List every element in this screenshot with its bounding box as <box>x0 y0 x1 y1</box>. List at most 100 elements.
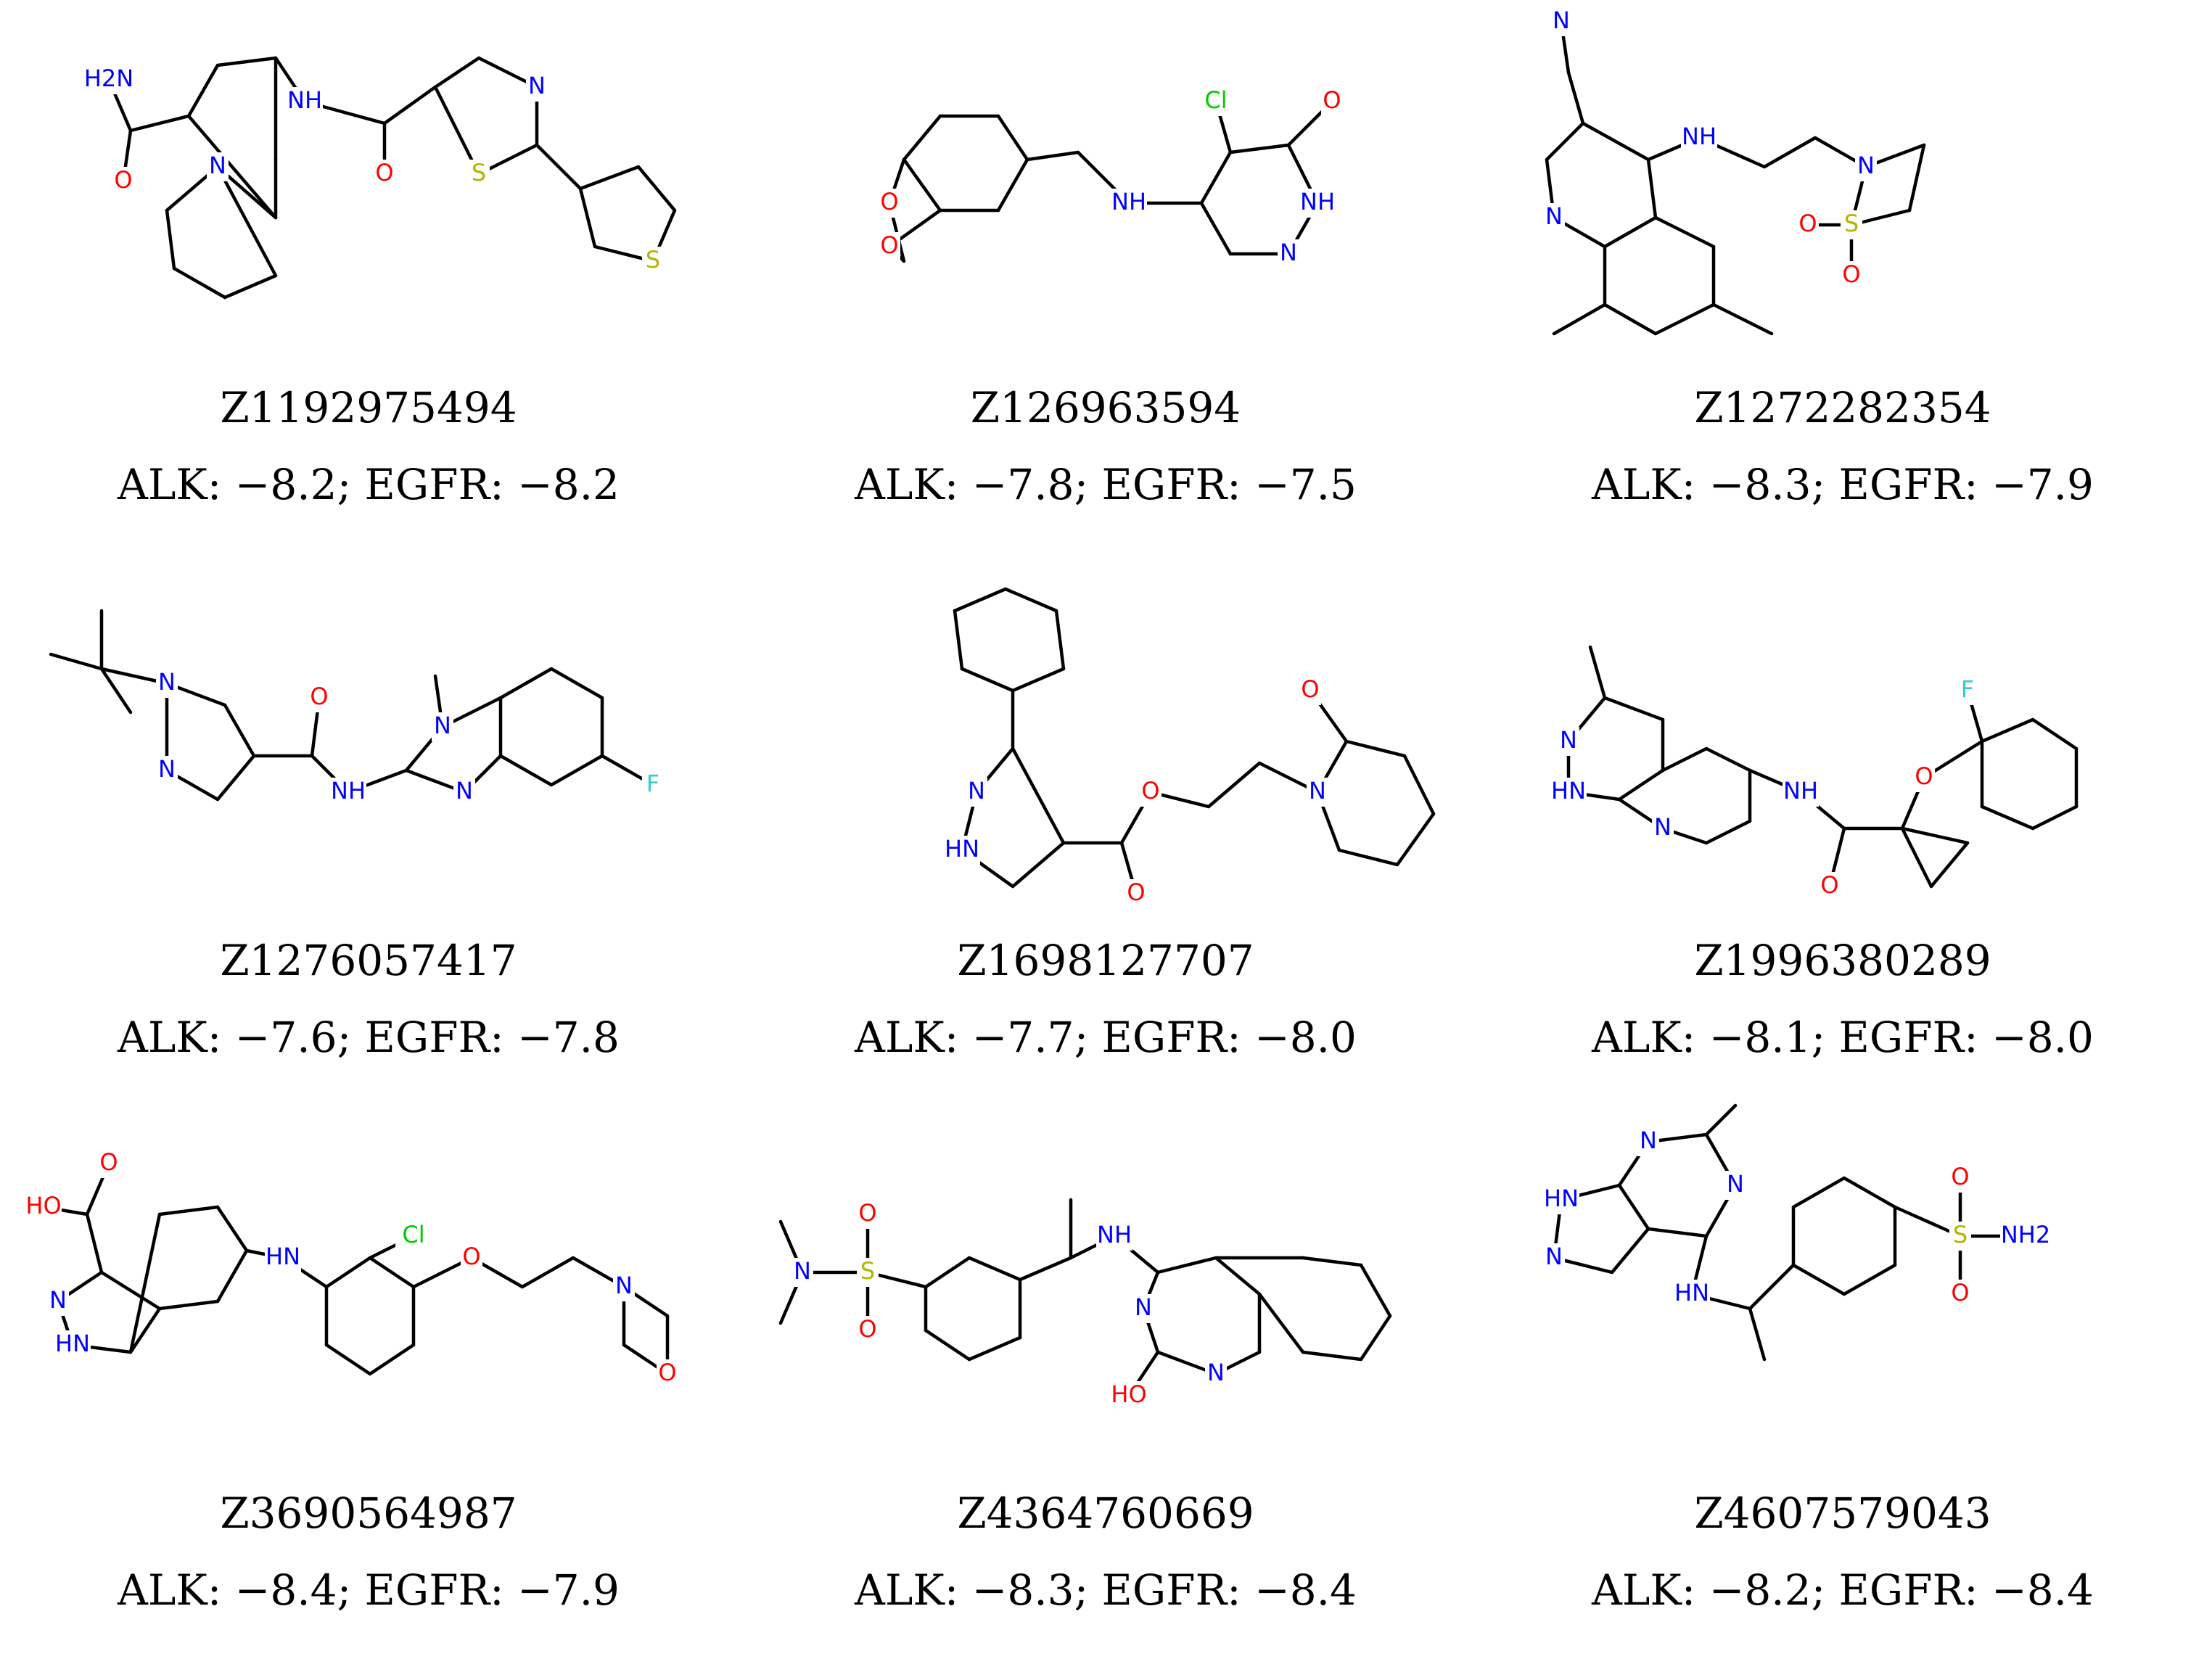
atom-label-background <box>1558 727 1579 756</box>
atom-label: O <box>1127 878 1145 906</box>
atom-label: N <box>49 1286 67 1314</box>
atom-label-background <box>207 152 229 181</box>
atom-label: O <box>1323 86 1341 114</box>
bond <box>1653 302 1716 336</box>
bond <box>1337 848 1399 867</box>
atom-label-background <box>1819 872 1841 901</box>
atom-label: O <box>375 159 393 186</box>
atom-label-background <box>287 87 323 116</box>
bond <box>1653 215 1716 249</box>
atom-label-background <box>112 167 134 196</box>
atom-label: O <box>1141 777 1159 804</box>
bond <box>1206 761 1262 809</box>
bond <box>1395 812 1436 867</box>
atom-label-background <box>1637 1127 1659 1156</box>
bond <box>1581 121 1650 162</box>
bond <box>172 266 227 300</box>
bond <box>1748 1263 1796 1311</box>
bond <box>1929 841 1970 889</box>
atom-label: N <box>158 668 176 696</box>
bond <box>1156 1256 1218 1275</box>
bond <box>1704 1103 1738 1137</box>
atom-label: S <box>860 1257 875 1285</box>
bond <box>1711 302 1774 336</box>
atom-label: O <box>1842 260 1860 288</box>
atom-label: O <box>858 1315 876 1343</box>
bond <box>368 1343 416 1376</box>
bond <box>1907 143 1926 213</box>
atom-label: N <box>1727 1170 1744 1198</box>
bond <box>1545 121 1585 162</box>
atom-label-background <box>1855 152 1877 181</box>
atom-label: HN <box>1544 1185 1579 1212</box>
atom-label-background <box>642 770 664 799</box>
docking-scores: ALK: −8.2; EGFR: −8.4 <box>1592 1565 2094 1615</box>
atom-label: F <box>1961 675 1974 703</box>
atom-label: HN <box>1674 1279 1709 1306</box>
bond <box>967 1256 1022 1282</box>
bond <box>1003 587 1058 613</box>
atom-label-background <box>613 1272 635 1301</box>
bond <box>1025 150 1080 162</box>
bond <box>1199 150 1233 205</box>
atom-label: N <box>968 777 985 804</box>
atom-label: N <box>1545 1243 1563 1270</box>
compound-id: Z1698127707 <box>957 936 1254 985</box>
atom-label: HN <box>55 1330 90 1357</box>
atom-label: NH <box>287 86 322 114</box>
atom-label-background <box>1783 778 1819 807</box>
atom-label: N <box>1857 152 1875 179</box>
bond <box>1748 1306 1767 1362</box>
bond <box>215 165 278 278</box>
bond <box>382 85 437 125</box>
atom-label-background <box>1681 123 1717 152</box>
bond <box>1610 1227 1650 1275</box>
bond <box>549 754 604 787</box>
atom-label-background <box>966 778 987 807</box>
atom-label: NH <box>1783 777 1818 804</box>
bond <box>1791 1176 1846 1209</box>
bond <box>1646 157 1658 220</box>
atom-label: NH <box>1682 123 1716 150</box>
bond <box>953 609 964 671</box>
bond <box>368 1256 416 1289</box>
bond <box>186 114 278 220</box>
bond <box>1791 1263 1846 1296</box>
atom-label: N <box>1545 202 1563 230</box>
bond <box>1054 609 1066 671</box>
bond <box>215 754 256 802</box>
atom-label: N <box>615 1272 633 1299</box>
bond <box>2031 717 2079 751</box>
bond <box>535 143 583 191</box>
atom-label: N <box>1654 813 1672 841</box>
atom-label: S <box>646 246 660 273</box>
atom-label-background <box>1957 676 1978 705</box>
atom-label-background <box>1949 1222 1971 1251</box>
atom-label-background <box>526 73 548 102</box>
atom-label-background <box>453 778 475 807</box>
docking-scores: ALK: −7.8; EGFR: −7.5 <box>855 460 1357 509</box>
atom-label-background <box>156 669 178 698</box>
atom-label: F <box>646 770 659 797</box>
bond <box>99 667 133 715</box>
atom-label-background <box>1096 1222 1132 1251</box>
atom-label-background <box>1307 778 1328 807</box>
atom-label: N <box>1560 726 1577 754</box>
bond <box>128 1306 162 1354</box>
atom-label: O <box>1951 1163 1969 1190</box>
atom-label-background <box>1949 1280 1971 1309</box>
atom-label-background <box>1321 87 1343 116</box>
atom-label-background <box>1550 7 1572 36</box>
atom-label-background <box>432 712 453 741</box>
bond <box>967 1335 1022 1362</box>
atom-label-background <box>657 1359 678 1388</box>
bond <box>498 667 554 700</box>
atom-label: S <box>1844 210 1859 237</box>
